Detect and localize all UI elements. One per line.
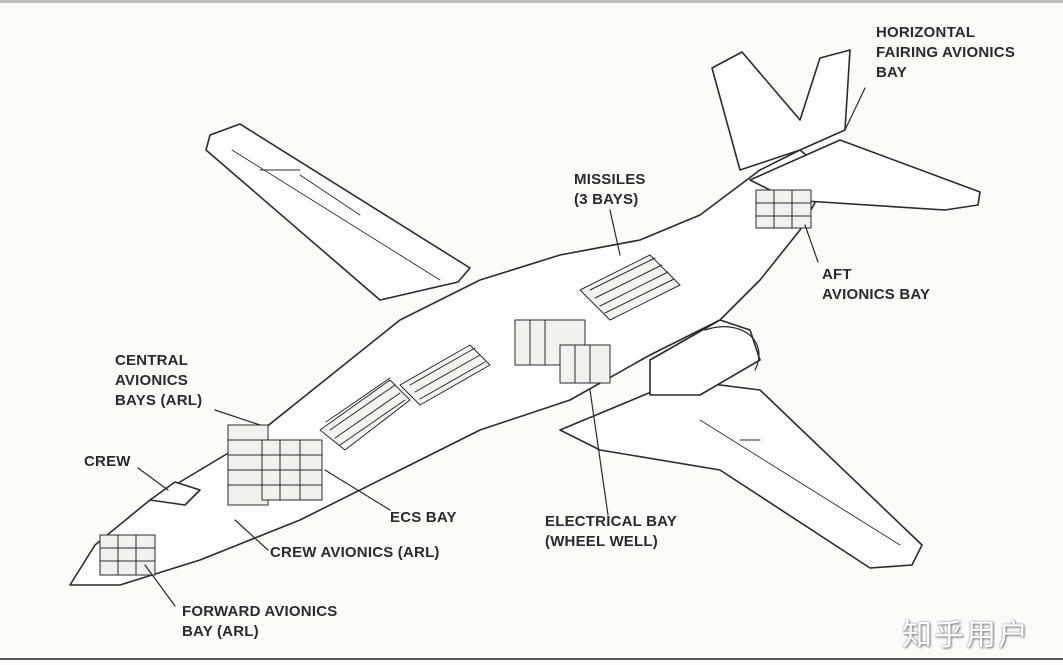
label-missiles: MISSILES (3 BAYS): [574, 171, 646, 208]
cockpit-canopy: [149, 481, 201, 506]
bottom-border: [0, 658, 1063, 660]
label-crew-avionics: CREW AVIONICS (ARL): [270, 544, 440, 561]
label-central-avionics-bays: CENTRAL AVIONICS BAYS (ARL): [115, 352, 203, 409]
label-aft-avionics-bay: AFT AVIONICS BAY: [822, 266, 931, 303]
label-ecs-bay: ECS BAY: [390, 509, 457, 526]
left-wing: [205, 123, 471, 301]
missile-bay-center: [399, 344, 491, 406]
forward-avionics-racks: [99, 534, 156, 576]
top-border: [0, 0, 1063, 3]
vertical-tail: [711, 49, 851, 171]
central-avionics-racks: [227, 424, 323, 506]
leader-lines: [137, 87, 866, 607]
label-forward-avionics-bay: FORWARD AVIONICS BAY (ARL): [182, 603, 338, 640]
electrical-bay-equipment: [514, 319, 611, 384]
watermark: 知乎用户: [902, 618, 1030, 653]
label-electrical-bay: ELECTRICAL BAY (WHEEL WELL): [545, 513, 677, 550]
label-horizontal-fairing-avionics-bay: HORIZONTAL FAIRING AVIONICS BAY: [876, 24, 1016, 81]
missile-bay-aft: [579, 254, 681, 321]
aft-avionics-racks: [755, 189, 812, 229]
missile-bay-forward: [319, 377, 411, 451]
engine-nacelle: [649, 319, 761, 396]
label-crew: CREW: [84, 453, 131, 470]
